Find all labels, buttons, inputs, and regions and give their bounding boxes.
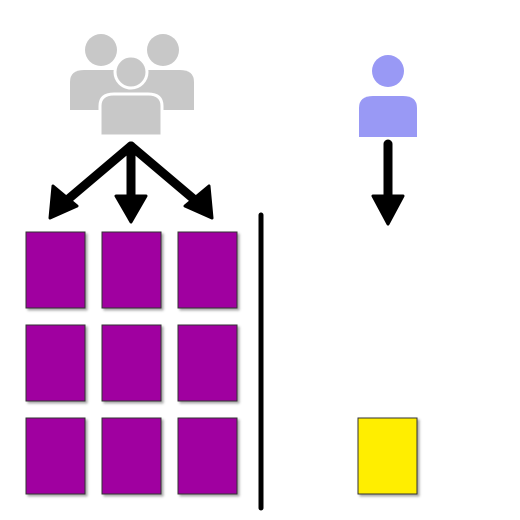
people-group-icon: [70, 34, 194, 138]
group-tile: [177, 324, 238, 402]
arrow-down: [114, 141, 148, 224]
group-tile: [101, 231, 162, 309]
single-arrow: [371, 139, 405, 226]
group-tile: [25, 417, 86, 495]
group-tile: [177, 231, 238, 309]
group-tile: [101, 417, 162, 495]
group-tile: [25, 231, 86, 309]
person-icon: [359, 55, 417, 137]
arrow-left: [48, 141, 136, 220]
person-icon: [98, 54, 164, 138]
arrow-right: [126, 141, 214, 220]
group-tile: [177, 417, 238, 495]
group-arrows: [48, 141, 214, 224]
tile-grid: [25, 231, 238, 495]
group-tile: [25, 324, 86, 402]
single-tile: [357, 417, 418, 495]
group-tile: [101, 324, 162, 402]
